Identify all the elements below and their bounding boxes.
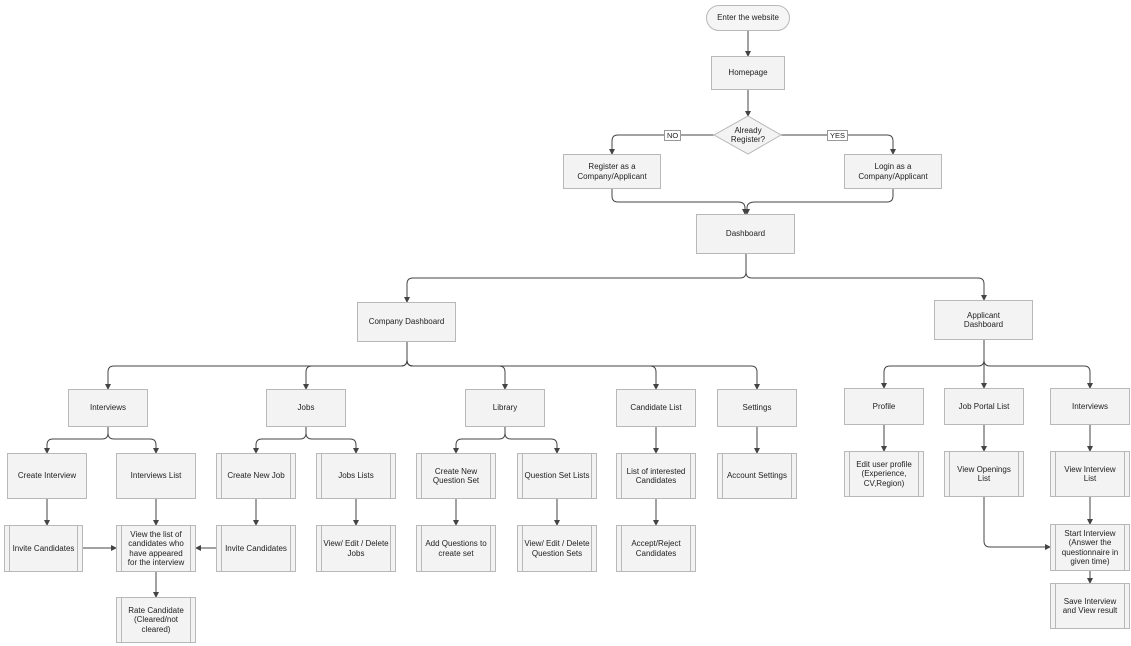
node-company-dashboard: Company Dashboard [357,302,456,342]
edge-interviews-list [107,427,159,454]
node-company-interviews: Interviews [68,389,148,427]
edge-applicant-profile [881,340,985,389]
node-question-set-lists: Question Set Lists [517,453,597,499]
edge-jobs-lists [305,427,359,454]
node-register: Register as a Company/Applicant [563,154,661,189]
node-create-question-set: Create New Question Set [416,453,496,499]
node-applicant-interviews: Interviews [1050,388,1130,425]
node-invite-candidates-2: Invite Candidates [216,525,296,572]
node-applicant-dashboard: Applicant Dashboard [934,300,1033,340]
node-start-interview: Start Interview (Answer the questionnair… [1050,524,1130,571]
node-save-interview: Save Interview and View result [1050,583,1130,629]
node-rate-candidate: Rate Candidate (Cleared/not cleared) [116,597,196,643]
label-yes: YES [827,130,849,141]
edge-register-dashboard [611,189,748,215]
label-no: NO [664,130,682,141]
node-login: Login as a Company/Applicant [844,154,942,189]
node-jobs-lists: Jobs Lists [316,453,396,499]
edge-dashboard-applicant [745,254,987,301]
node-applicant-job-portal: Job Portal List [944,388,1024,425]
decision-diamond [712,115,783,155]
node-create-new-job: Create New Job [216,453,296,499]
node-view-edit-delete-sets: View/ Edit / Delete Question Sets [517,525,597,572]
node-company-jobs: Jobs [266,389,346,427]
node-edit-profile: Edit user profile (Experience, CV,Region… [844,451,924,497]
edge-login-dashboard [744,189,894,215]
node-company-library: Library [465,389,545,427]
edge-decision-register [609,134,714,155]
node-view-interview-list: View Interview List [1050,451,1130,497]
node-interviews-list: Interviews List [116,453,196,499]
edge-company-jobs [303,342,408,390]
edge-jobs-create [253,427,307,454]
edge-library-lists [504,427,560,454]
node-view-appeared: View the list of candidates who have app… [116,525,196,572]
node-interested-candidates: List of interested Candidates [616,453,696,499]
node-homepage: Homepage [711,56,785,90]
node-view-openings: View Openings List [944,451,1024,497]
node-already-register: Already Register? [730,126,766,144]
edge-decision-login [781,134,896,155]
node-invite-candidates-1: Invite Candidates [4,525,83,572]
edge-library-create [453,427,506,454]
node-view-edit-delete-jobs: View/ Edit / Delete Jobs [316,525,396,572]
node-enter-website: Enter the website [706,5,790,31]
edge-openings-start [983,497,1051,550]
edge-applicant-interviews [983,340,1093,389]
edge-company-settings [406,342,760,390]
node-create-interview: Create Interview [7,453,87,499]
edge-dashboard-company [404,254,747,303]
edge-interviews-create [44,427,109,454]
node-dashboard: Dashboard [696,214,795,254]
node-accept-reject: Accept/Reject Candidates [616,525,696,572]
node-account-settings: Account Settings [717,453,797,499]
node-company-settings: Settings [717,389,797,427]
node-company-candidate-list: Candidate List [616,389,696,427]
node-applicant-profile: Profile [844,388,924,425]
node-add-questions: Add Questions to create set [416,525,496,572]
